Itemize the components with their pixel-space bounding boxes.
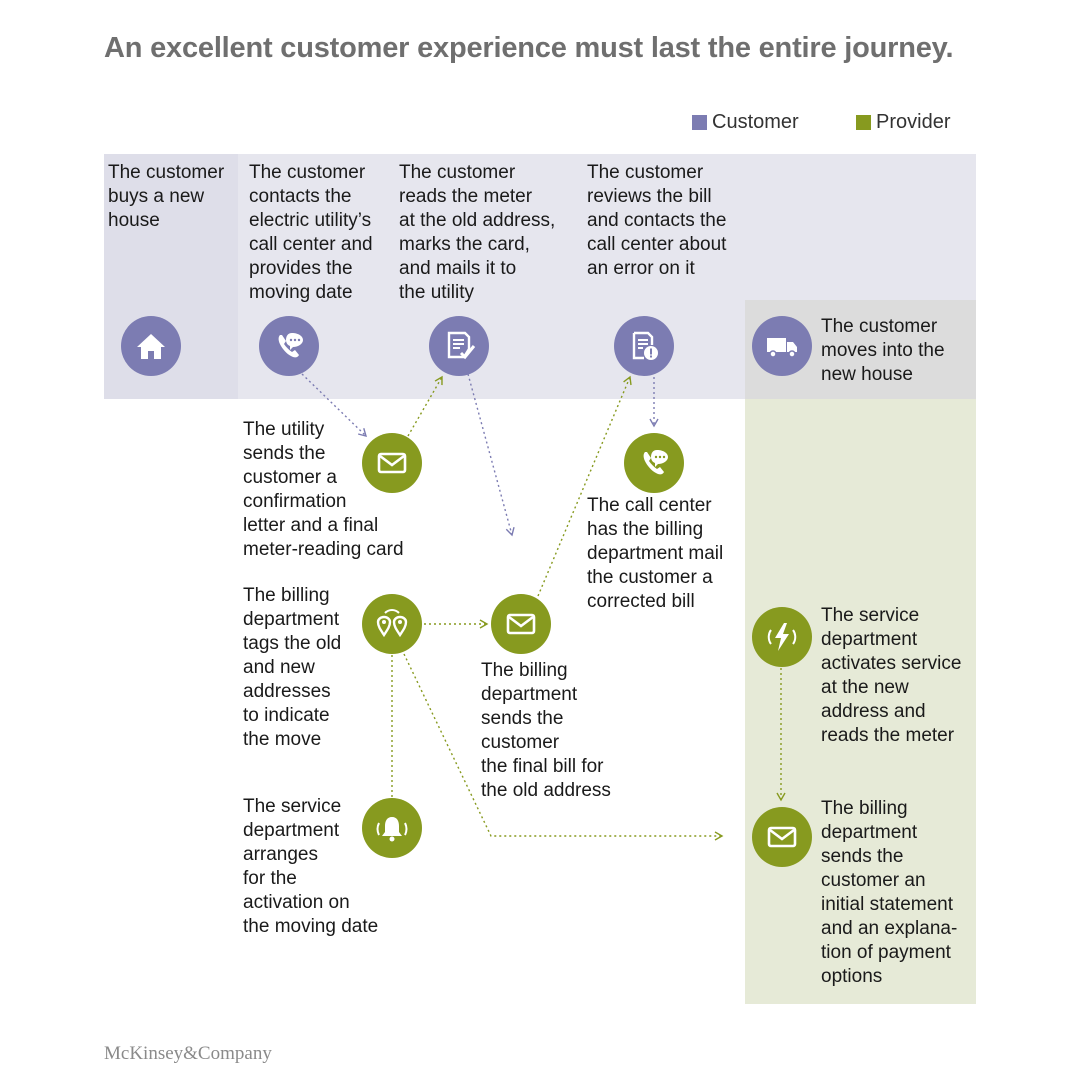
location-pins-icon [362,594,422,654]
envelope-icon [491,594,551,654]
step-initial-statement: The billing department sends the custome… [821,798,958,987]
step-buy-house: The customer buys a new house [108,162,225,231]
phone-icon [259,316,319,376]
truck-icon [752,316,812,376]
envelope-icon [362,433,422,493]
step-contact-call-center: The customer contacts the electric utili… [249,162,373,303]
legend-provider: Provider [856,111,950,134]
page-title: An excellent customer experience must la… [104,32,954,64]
step-arranges-activation: The service department arranges for the … [243,796,379,937]
legend-customer-swatch [692,115,707,130]
house-icon [121,316,181,376]
phone-icon [624,433,684,493]
legend-provider-label: Provider [876,111,951,133]
legend-customer-label: Customer [712,111,799,133]
bell-icon [362,798,422,858]
step-confirmation-letter: The utility sends the customer a confirm… [243,419,404,560]
step-final-bill: The billing department sends the custome… [481,660,611,801]
legend-customer: Customer [692,111,799,134]
step-call-center-corrected: The call center has the billing departme… [587,495,724,612]
step-move-in: The customer moves into the new house [821,316,945,385]
step-activates-service: The service department activates service… [821,605,962,746]
envelope-icon [752,807,812,867]
step-tag-addresses: The billing department tags the old and … [243,585,342,750]
step-read-meter: The customer reads the meter at the old … [399,162,556,303]
step-review-bill: The customer reviews the bill and contac… [587,162,727,279]
customer-band-right [745,154,976,300]
legend-provider-swatch [856,115,871,130]
bill-alert-icon [614,316,674,376]
checklist-icon [429,316,489,376]
provider-band [745,399,976,1004]
footer-logo: McKinsey&Company [104,1043,272,1064]
lightning-icon [752,607,812,667]
